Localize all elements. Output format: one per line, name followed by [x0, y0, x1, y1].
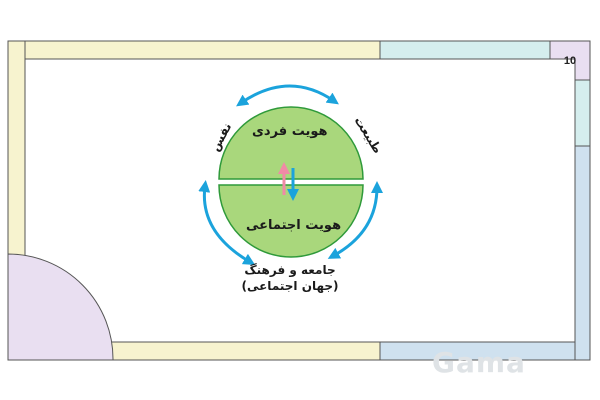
arrow-top [236, 84, 339, 107]
frame-band-top-yellow [7, 40, 381, 60]
bottom-label-line2: (جهان اجتماعی) [241, 279, 339, 293]
bottom-label: جامعه و فرهنگ (جهان اجتماعی) [240, 262, 340, 294]
frame-band-right-teal [574, 79, 591, 147]
arrow-left [198, 180, 256, 266]
top-half-circle [218, 106, 364, 180]
watermark-logo: Gama [432, 346, 526, 379]
frame-band-top-teal [379, 40, 551, 60]
page-number: 10 [563, 55, 577, 67]
top-half-label: هویت فردی [252, 124, 328, 139]
frame-band-right-blue [574, 145, 591, 361]
bottom-label-line1: جامعه و فرهنگ [244, 263, 336, 277]
arrow-right [327, 181, 383, 259]
bottom-half-label: هویت اجتماعی [246, 218, 342, 233]
corner-quarter-circle [7, 253, 114, 361]
